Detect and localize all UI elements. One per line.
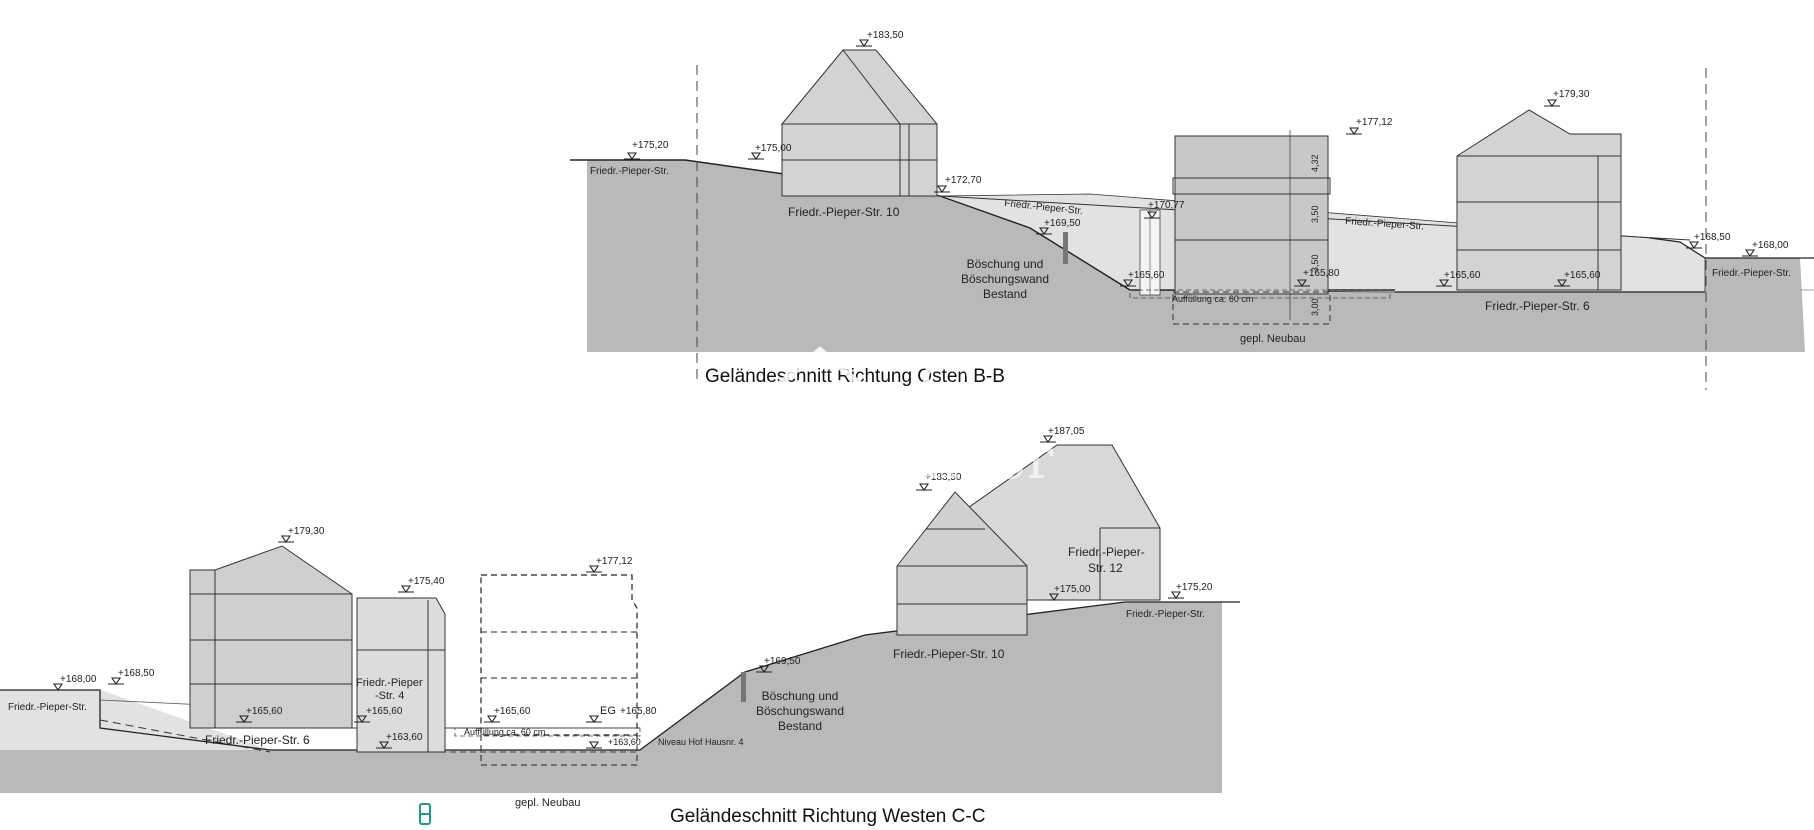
cc-label-slope-2: Böschungswand [756, 704, 844, 718]
section-cc: +168,00 +168,50 +179,30 +165,60 +175,40 … [0, 426, 1240, 827]
bb-elev-7: +165,60 [1128, 270, 1165, 281]
cc-ground [0, 602, 1240, 793]
bb-ground [587, 160, 1805, 352]
bb-elev-14: +168,00 [1752, 240, 1789, 251]
cc-label-house4-2: -Str. 4 [375, 690, 404, 702]
cc-elev-8: +177,12 [596, 556, 633, 567]
cc-label-street-left: Friedr.-Pieper-Str. [8, 702, 87, 713]
watermark: ohne-makler [697, 346, 1053, 492]
cc-label-fill: Auffüllung ca. 60 cm [464, 727, 545, 737]
cc-elev-12: +169,50 [764, 656, 801, 667]
cc-fill-layer [454, 727, 641, 737]
cc-label-street-right: Friedr.-Pieper-Str. [1126, 609, 1205, 620]
cc-house-10 [896, 491, 1028, 636]
cc-section-title: Geländeschnitt Richtung Westen C-C [670, 806, 985, 827]
cc-label-eg: EG [600, 705, 616, 717]
cc-ground-left [0, 690, 270, 750]
cc-label-slope-3: Bestand [778, 719, 822, 733]
cc-label-newbuild: gepl. Neubau [515, 797, 580, 809]
cc-label-slope-1: Böschung und [762, 689, 839, 703]
bb-house-6 [1456, 109, 1622, 291]
cc-elev-11: +163,60 [608, 737, 641, 747]
cc-elev-7: +163,60 [386, 732, 423, 743]
cc-label-house4-1: Friedr.-Pieper [356, 677, 423, 689]
cc-elev-3: +179,30 [288, 526, 325, 537]
cc-elev-16: +175,20 [1176, 582, 1213, 593]
bb-elev-4: +172,70 [945, 175, 982, 186]
bb-label-street-right-top: Friedr.-Pieper-Str. [1345, 216, 1424, 232]
bb-new-building [1129, 130, 1391, 325]
bb-dim-2: 3,50 [1310, 205, 1320, 223]
cc-elev-13: +183,50 [925, 472, 962, 483]
cc-label-house6: Friedr.-Pieper-Str. 6 [205, 733, 310, 747]
bb-elev-10: +179,30 [1553, 89, 1590, 100]
bb-elev-1: +175,20 [632, 140, 669, 151]
bb-elev-3: +183,50 [867, 30, 904, 41]
bb-label-slope-3: Bestand [983, 287, 1027, 301]
bb-elevation-markers [624, 39, 1758, 287]
bb-elev-13: +168,50 [1694, 232, 1731, 243]
bb-elev-8: +165,80 [1303, 268, 1340, 279]
cc-new-building [480, 574, 638, 766]
section-bb: +175,20 +175,00 +183,50 +172,70 +169,50 … [570, 30, 1814, 390]
bb-elev-12: +165,60 [1564, 270, 1601, 281]
bb-label-house6: Friedr.-Pieper-Str. 6 [1485, 299, 1590, 313]
bb-elev-6: +170,77 [1148, 200, 1185, 211]
bb-label-street-left: Friedr.-Pieper-Str. [590, 166, 669, 177]
cc-label-house10: Friedr.-Pieper-Str. 10 [893, 647, 1005, 661]
bb-label-street-right: Friedr.-Pieper-Str. [1712, 268, 1791, 279]
bb-dim-1: 4,32 [1310, 154, 1320, 172]
bb-elev-11: +165,60 [1444, 270, 1481, 281]
bb-dim-4: 3,00 [1310, 298, 1320, 316]
cc-elev-15: +175,00 [1054, 584, 1091, 595]
cc-elev-4: +165,60 [246, 706, 283, 717]
cc-elev-14: +187,05 [1048, 426, 1085, 437]
watermark-text: ohne-makler [697, 427, 1053, 492]
cc-elev-1: +168,00 [60, 674, 97, 685]
cc-elev-2: +168,50 [118, 668, 155, 679]
bb-elev-9: +177,12 [1356, 117, 1393, 128]
bb-house-10 [780, 49, 938, 197]
cc-terrain-line [0, 601, 1240, 751]
bb-slope-wall [1063, 232, 1068, 264]
bb-label-house10: Friedr.-Pieper-Str. 10 [788, 205, 900, 219]
bb-right-terrain [1649, 237, 1814, 259]
cc-label-niveau: Niveau Hof Hausnr. 4 [658, 737, 744, 747]
bb-dim-3: 3,50 [1310, 254, 1320, 272]
bb-label-slope-2: Böschungswand [961, 272, 1049, 286]
cc-house-6 [189, 545, 353, 729]
cc-house-4 [356, 597, 446, 753]
bb-label-slope-1: Böschung und [967, 257, 1044, 271]
cc-label-house12-1: Friedr.-Pieper- [1068, 545, 1145, 559]
cc-slope-wall [741, 672, 746, 702]
watermark-house-icon [738, 346, 902, 421]
cc-elev-6: +165,60 [366, 706, 403, 717]
cc-label-house12-2: Str. 12 [1088, 561, 1123, 575]
bb-label-newbuild: gepl. Neubau [1240, 333, 1305, 345]
bb-elev-2: +175,00 [755, 143, 792, 154]
teal-mark-icon [419, 803, 431, 825]
bb-elev-5: +169,50 [1044, 218, 1081, 229]
cc-elev-5: +175,40 [408, 576, 445, 587]
cc-dashed-old-terrain [99, 719, 271, 753]
watermark-pin-icon [923, 355, 973, 405]
cc-elevation-markers [50, 435, 1184, 749]
bb-label-fill: Auffüllung ca. 60 cm [1172, 294, 1253, 304]
cc-elev-9: +165,60 [494, 706, 531, 717]
cc-elev-10: +165,80 [620, 706, 657, 717]
